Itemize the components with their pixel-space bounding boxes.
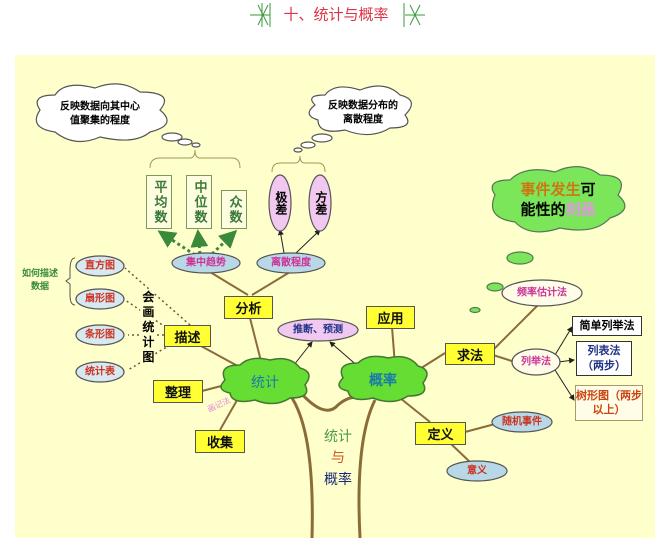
brace-central	[149, 149, 241, 169]
histogram-label: 直方图	[85, 260, 115, 272]
organize-box: 整理	[153, 380, 203, 403]
variance-ellipse	[308, 174, 332, 232]
draw-charts-label: 会画统计图	[140, 290, 155, 366]
probability-cloud	[469, 166, 626, 314]
frequency-label: 频率估计法	[517, 287, 567, 299]
probability-note: 事件发生可能性的刻画	[520, 180, 596, 219]
brace-dispersion	[271, 155, 326, 173]
chart-dotted-lines	[124, 267, 191, 371]
apply-box: 应用	[366, 306, 415, 329]
thought-cloud-central	[35, 83, 201, 148]
describe-bracket	[65, 257, 76, 306]
definition-box: 定义	[415, 422, 466, 445]
median-box: 中位数	[186, 175, 212, 229]
how-to-describe-line2: 数据	[30, 281, 50, 292]
enumeration-label: 列举法	[521, 356, 551, 368]
dispersion-label: 离散程度	[271, 257, 311, 269]
dispersion-note-line2: 离散程度	[343, 114, 383, 126]
dispersion-note-line1: 反映数据分布的	[328, 100, 398, 112]
probability-label: 概率	[369, 372, 397, 389]
dispersion-ellipse	[256, 252, 326, 274]
central-tendency-ellipse	[171, 252, 241, 274]
collect-box: 收集	[195, 430, 245, 453]
mode-box: 众数	[221, 190, 247, 229]
central-tendency-label: 集中趋势	[186, 257, 226, 269]
thought-cloud-dispersion	[293, 85, 412, 153]
range-label: 极差	[273, 191, 288, 215]
central-note-line1: 反映数据向其中心	[60, 101, 140, 113]
range-ellipse	[268, 174, 292, 232]
central-note-line2: 值聚集的程度	[70, 115, 130, 127]
center-line1: 统计	[324, 428, 352, 446]
dotted-arrows	[157, 229, 238, 257]
how-to-describe-line1: 如何描述	[21, 268, 59, 279]
statistics-cloud	[220, 357, 310, 405]
meaning-label: 意义	[467, 465, 487, 477]
bar-chart-label: 条形图	[85, 329, 115, 341]
pie-chart-label: 扇形图	[85, 293, 115, 305]
table-method-box: 列表法（两步）	[576, 341, 632, 376]
center-line3: 概率	[324, 471, 352, 488]
title-starburst-left	[250, 3, 271, 27]
describe-box: 描述	[164, 325, 211, 347]
title-starburst-right	[403, 3, 425, 27]
center-line2: 与	[331, 449, 345, 466]
inference-ellipse	[277, 318, 359, 342]
random-event-label: 随机事件	[502, 416, 542, 428]
variance-label: 方差	[313, 191, 328, 215]
probability-center-cloud	[338, 355, 428, 403]
mean-box: 平均数	[146, 175, 172, 229]
table-label: 统计表	[85, 366, 115, 378]
statistics-label: 统计	[251, 374, 279, 391]
analyze-box: 分析	[224, 296, 273, 319]
tree-diagram-box: 树形图（两步以上）	[575, 385, 643, 421]
method-box: 求法	[445, 343, 495, 365]
inference-label: 推断、预测	[293, 324, 343, 336]
page-title: 十、统计与概率	[283, 5, 389, 24]
simple-enumeration-box: 简单列举法	[572, 316, 642, 336]
